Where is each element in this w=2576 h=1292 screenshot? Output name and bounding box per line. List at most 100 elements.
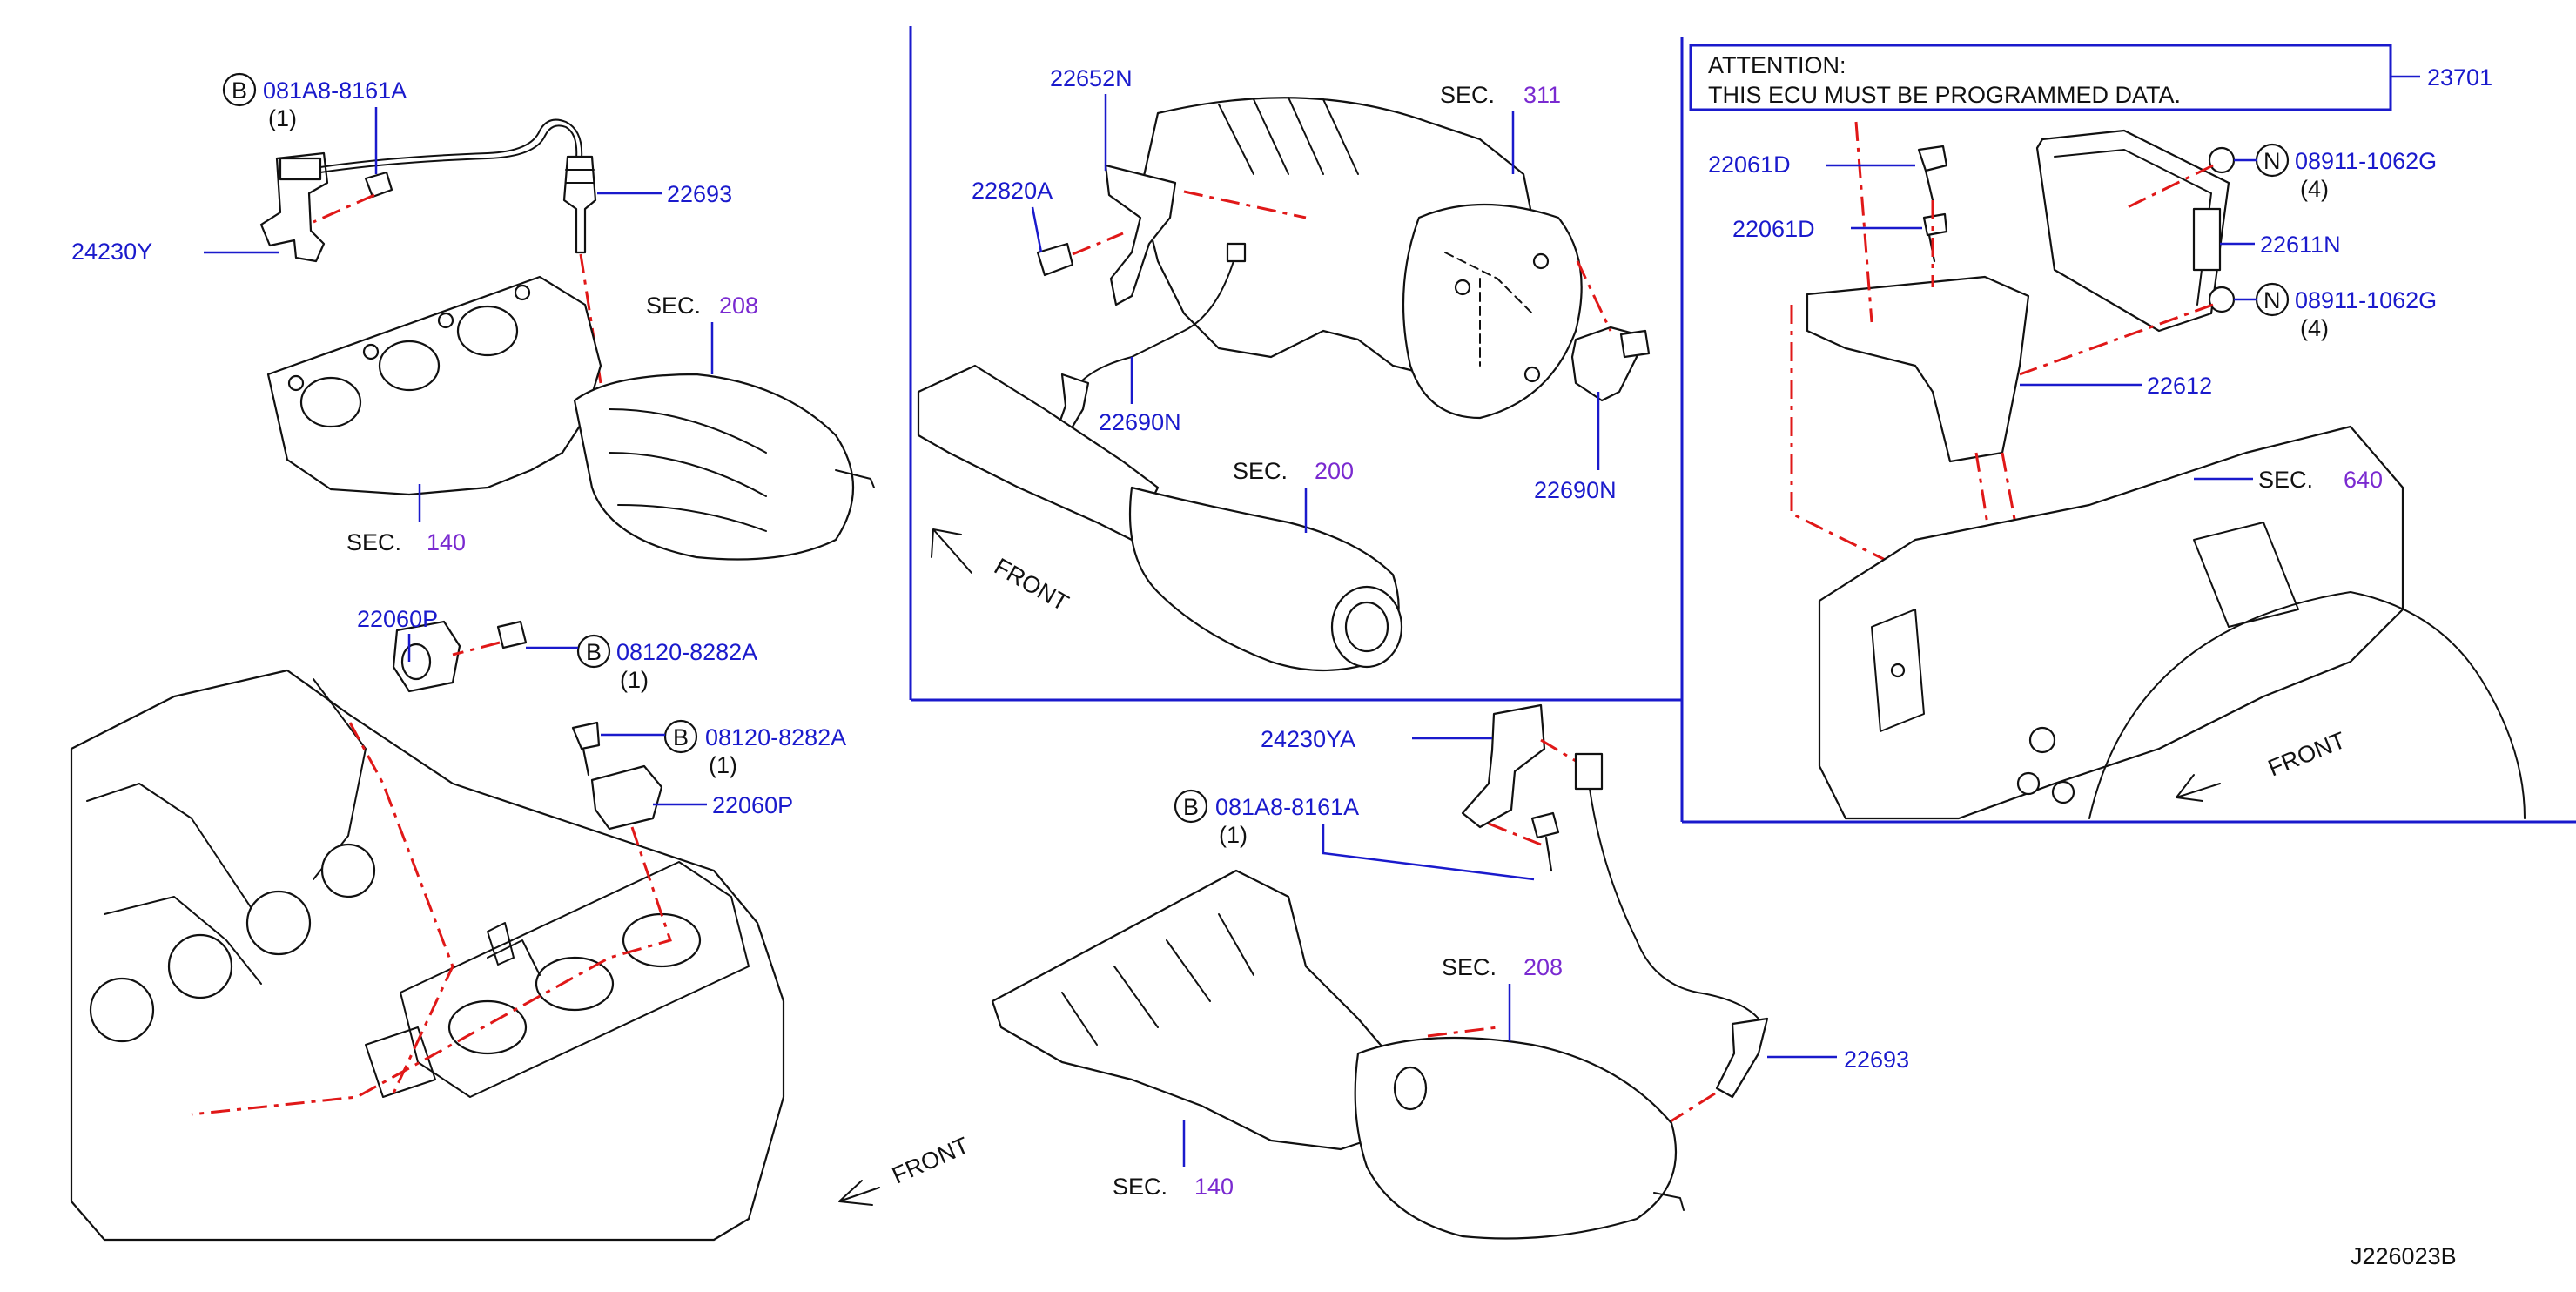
part-label-22693-bot: 22693 bbox=[1844, 1046, 1909, 1073]
sensor-22690n-right bbox=[1619, 329, 1651, 359]
sec-word: SEC. bbox=[1442, 954, 1497, 980]
catalytic-converter-bottom bbox=[1354, 1036, 1678, 1240]
oxygen-sensor-top bbox=[562, 155, 597, 254]
exhaust-manifold-bottom bbox=[991, 869, 1412, 1151]
nut-08911-b bbox=[2208, 286, 2236, 313]
part-label-08120-8282a-a: 08120-8282A bbox=[616, 639, 757, 665]
front-arrow-bottom bbox=[838, 1180, 880, 1206]
connector-middle bbox=[1226, 242, 1247, 263]
sec-word: SEC. bbox=[1113, 1174, 1167, 1200]
part-label-22652n: 22652N bbox=[1050, 65, 1133, 91]
bell-housing bbox=[1402, 203, 1583, 420]
badge-letter: B bbox=[1183, 794, 1199, 820]
wheel-arch bbox=[2088, 591, 2526, 819]
sec-word: SEC. bbox=[1440, 82, 1495, 108]
bolt-081a8-top bbox=[364, 171, 393, 199]
badge-b-bot bbox=[1174, 789, 1208, 824]
front-label-right: FRONT bbox=[2264, 727, 2349, 782]
labels-bottom-left: 22060P B 08120-8282A (1) B 08120-8282A (… bbox=[357, 606, 972, 1188]
sec-number-208-top: 208 bbox=[719, 293, 758, 319]
part-label-22060p-a: 22060P bbox=[357, 606, 438, 632]
bolt-22061d-a bbox=[1917, 145, 1948, 202]
sec-number-140-bot: 140 bbox=[1194, 1174, 1234, 1200]
dash-line bbox=[1790, 305, 1917, 627]
part-label-22612: 22612 bbox=[2147, 373, 2212, 399]
front-arrow-right bbox=[2176, 774, 2221, 802]
part-label-08120-8282a-b: 08120-8282A bbox=[705, 724, 846, 750]
part-label-23701: 23701 bbox=[2427, 64, 2492, 91]
bolt-08120-a bbox=[496, 620, 528, 649]
bolt-22061d-b bbox=[1922, 212, 1948, 263]
assembly-top-left bbox=[259, 118, 875, 561]
qty-label: (1) bbox=[1219, 822, 1248, 848]
part-label-081a8-8161a-top: 081A8-8161A bbox=[263, 77, 407, 104]
dash-line bbox=[1072, 232, 1124, 256]
dash-line bbox=[2019, 303, 2214, 376]
assembly-top-middle bbox=[917, 97, 1651, 672]
part-label-22693-top: 22693 bbox=[667, 181, 732, 207]
part-label-22060p-b: 22060P bbox=[712, 792, 793, 818]
dash-line bbox=[579, 253, 602, 384]
sec-word: SEC. bbox=[346, 529, 401, 555]
labels-top-left: B 081A8-8161A (1) 24230Y 22693 SEC. 208 … bbox=[71, 72, 758, 555]
badge-b-08120-b bbox=[663, 719, 698, 754]
labels-bottom-middle: 24230YA B 081A8-8161A (1) SEC. 208 22693… bbox=[1113, 726, 1909, 1200]
sec-word: SEC. bbox=[646, 293, 701, 319]
sec-number-140-top: 140 bbox=[427, 529, 466, 555]
sec-number-208-bot: 208 bbox=[1523, 954, 1563, 980]
dash-line bbox=[1854, 121, 1873, 323]
part-label-24230y: 24230Y bbox=[71, 239, 152, 265]
engine-block bbox=[70, 669, 785, 1242]
sensor-wire bbox=[319, 118, 583, 168]
bolt-22820a bbox=[1036, 242, 1074, 277]
assembly-bottom-middle bbox=[991, 703, 1769, 1240]
qty-label: (1) bbox=[620, 667, 649, 693]
qty-label: (1) bbox=[709, 752, 737, 778]
qty-label: (1) bbox=[268, 105, 297, 131]
ecu-bracket-22612 bbox=[1806, 275, 2030, 463]
badge-letter: B bbox=[586, 639, 602, 665]
bracket-22690n-right bbox=[1570, 326, 1638, 402]
sec-word: SEC. bbox=[2258, 467, 2313, 493]
bolt-081a8-bot bbox=[1530, 811, 1560, 872]
dash-line bbox=[452, 641, 501, 656]
sensor-wire-middle bbox=[1079, 252, 1237, 384]
dash-line bbox=[1183, 190, 1307, 219]
part-label-08911-1062g-b: 08911-1062G bbox=[2295, 287, 2437, 313]
catalytic-converter-top bbox=[573, 373, 855, 561]
badge-letter: B bbox=[673, 724, 689, 750]
oxygen-sensor-bottom bbox=[1715, 1017, 1769, 1099]
connector-bottom bbox=[1574, 752, 1604, 791]
labels-top-right: 23701 22061D 22061D N 08911-1062G (4) 22… bbox=[1708, 64, 2492, 782]
qty-label: (4) bbox=[2300, 315, 2329, 341]
attention-body: THIS ECU MUST BE PROGRAMMED DATA. bbox=[1708, 82, 2181, 108]
bracket-24230ya bbox=[1461, 703, 1546, 829]
badge-b-08120-a bbox=[576, 634, 611, 669]
sec-word: SEC. bbox=[1233, 458, 1288, 484]
leader-22820a bbox=[1031, 206, 1043, 253]
front-label-bottom: FRONT bbox=[888, 1132, 972, 1188]
sec-number-640: 640 bbox=[2344, 467, 2383, 493]
attention-title: ATTENTION: bbox=[1708, 52, 1846, 78]
knock-sensor-22060p-b bbox=[590, 764, 663, 831]
panel-frames bbox=[909, 26, 2576, 824]
badge-letter: N bbox=[2263, 148, 2281, 174]
diagram-id: J226023B bbox=[2351, 1243, 2457, 1269]
front-label-middle: FRONT bbox=[990, 553, 1073, 616]
part-label-24230ya: 24230YA bbox=[1261, 726, 1355, 752]
dash-line bbox=[348, 722, 454, 1098]
sensor-wire-bottom bbox=[1589, 788, 1759, 1019]
part-label-22611n: 22611N bbox=[2260, 232, 2341, 258]
assembly-top-right: ATTENTION: THIS ECU MUST BE PROGRAMMED D… bbox=[1689, 44, 2526, 820]
badge-letter: B bbox=[232, 77, 247, 104]
part-label-081a8-8161a-bot: 081A8-8161A bbox=[1215, 794, 1359, 820]
qty-label: (4) bbox=[2300, 176, 2329, 202]
part-label-22690n-left: 22690N bbox=[1099, 409, 1181, 435]
sensor-wire-2 bbox=[319, 124, 578, 173]
dash-line bbox=[191, 826, 672, 1116]
part-label-22061d-a: 22061D bbox=[1708, 151, 1791, 178]
dash-line bbox=[1653, 1092, 1716, 1134]
bracket-22652n bbox=[1104, 164, 1177, 306]
dash-line bbox=[1576, 260, 1612, 332]
nut-08911-a bbox=[2208, 146, 2236, 174]
